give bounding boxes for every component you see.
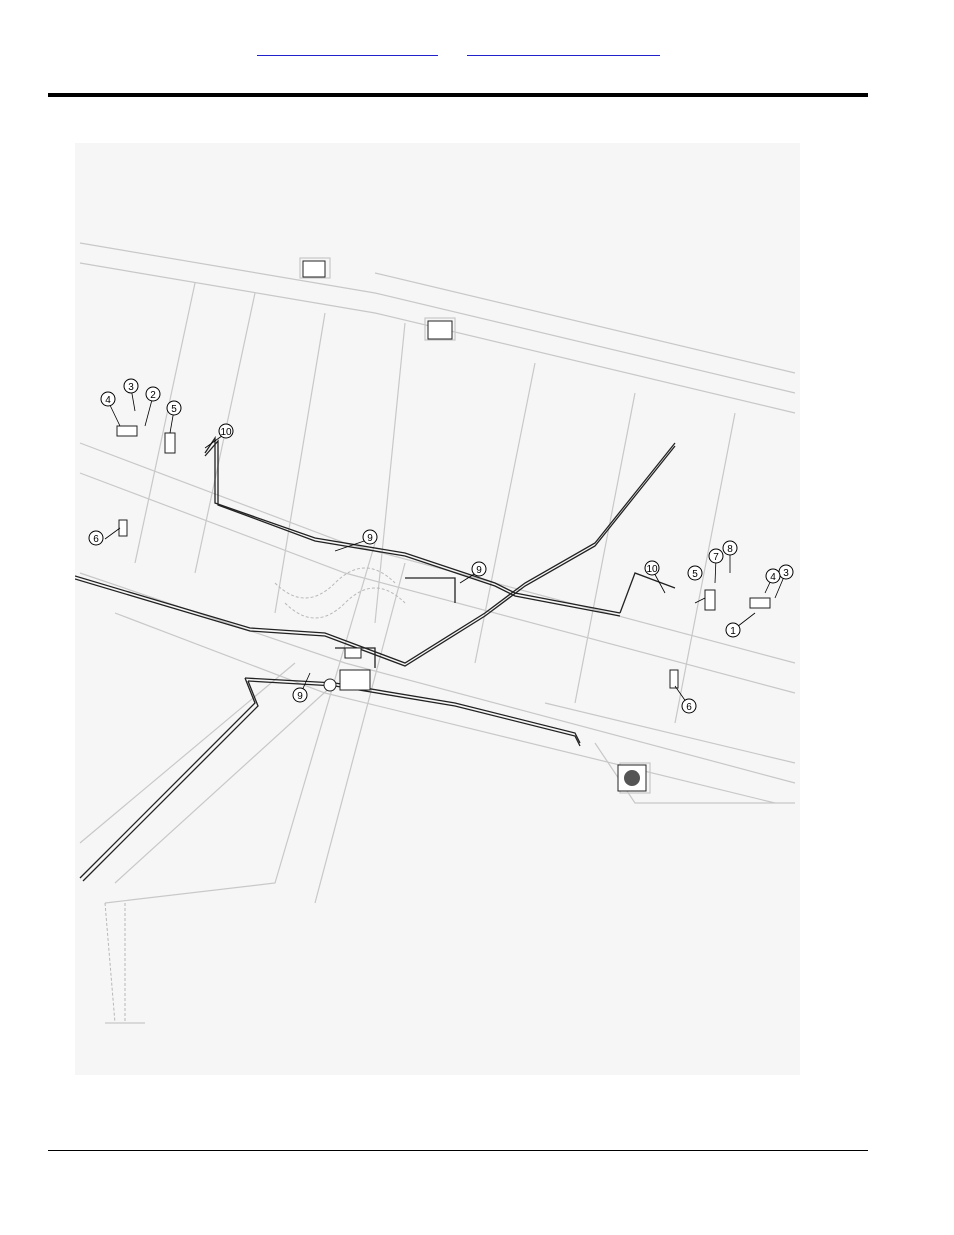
leader-lines	[105, 388, 786, 706]
svg-text:7: 7	[713, 552, 719, 563]
svg-text:9: 9	[367, 533, 373, 544]
footer-rule	[48, 1150, 868, 1151]
callout-8: 8	[723, 541, 737, 555]
svg-text:6: 6	[686, 702, 692, 713]
callout-10-right: 10	[645, 561, 659, 575]
callout-5-left: 5	[167, 401, 181, 415]
parts-diagram: 1 2 3 3 4 4 5 5 6 6 7 8	[75, 143, 800, 1075]
svg-text:9: 9	[297, 691, 303, 702]
callout-4-left: 4	[101, 392, 115, 406]
callout-9-b: 9	[472, 562, 486, 576]
callout-6-left: 6	[89, 531, 103, 545]
svg-text:4: 4	[770, 572, 776, 583]
header-link-right[interactable]	[467, 41, 660, 56]
parts-diagram-svg: 1 2 3 3 4 4 5 5 6 6 7 8	[75, 143, 800, 1075]
callout-3-right: 3	[779, 565, 793, 579]
callout-4-right: 4	[766, 569, 780, 583]
svg-text:4: 4	[105, 395, 111, 406]
header-rule	[48, 93, 868, 97]
svg-text:9: 9	[476, 565, 482, 576]
svg-text:5: 5	[171, 404, 177, 415]
svg-text:8: 8	[727, 544, 733, 555]
svg-text:10: 10	[220, 427, 232, 438]
svg-text:3: 3	[128, 382, 134, 393]
svg-text:1: 1	[730, 626, 736, 637]
valve-block	[324, 648, 370, 691]
callout-1: 1	[726, 623, 740, 637]
svg-text:5: 5	[692, 569, 698, 580]
machine-frame	[80, 243, 795, 1023]
callout-7: 7	[709, 549, 723, 563]
header-link-left[interactable]	[257, 41, 438, 56]
callout-6-right: 6	[682, 699, 696, 713]
callout-9-c: 9	[293, 688, 307, 702]
callout-3-left: 3	[124, 379, 138, 393]
svg-text:3: 3	[783, 568, 789, 579]
svg-text:6: 6	[93, 534, 99, 545]
svg-text:2: 2	[150, 390, 156, 401]
callout-5-right: 5	[688, 566, 702, 580]
callout-9-a: 9	[363, 530, 377, 544]
callout-2: 2	[146, 387, 160, 401]
svg-text:10: 10	[646, 564, 658, 575]
callout-10-left: 10	[219, 424, 233, 438]
